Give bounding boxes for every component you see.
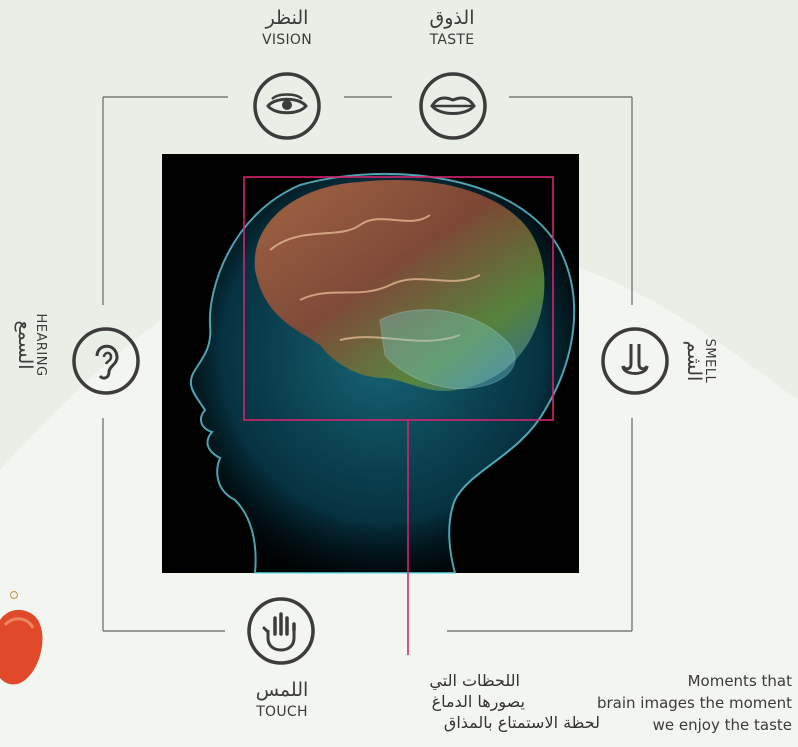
touch-label: اللمس TOUCH (232, 679, 332, 720)
vision-label-en: VISION (261, 32, 312, 48)
droplet-decoration (0, 590, 43, 685)
lips-icon (419, 72, 487, 140)
caption-ar-line: اللحظات التي (429, 671, 520, 690)
ear-icon (72, 327, 140, 395)
vision-label: النظر VISION (237, 7, 337, 48)
hand-icon (247, 597, 315, 665)
caption-ar-line: يصورها الدماغ (431, 692, 525, 711)
touch-label-ar: اللمس (255, 679, 309, 701)
vision-label-ar: النظر (265, 7, 309, 29)
highlight-box (243, 176, 554, 421)
caption-en-line: Moments that (687, 672, 792, 690)
eye-icon (253, 72, 321, 140)
hearing-label-ar: السمع (14, 320, 36, 370)
taste-label-ar: الذوق (429, 7, 475, 29)
caption-arabic: اللحظات التي يصورها الدماغ لحظة الاستمتا… (350, 670, 600, 733)
caption-en-line: we enjoy the taste (652, 716, 792, 734)
smell-label: SMELL الشم (683, 321, 720, 401)
smell-label-ar: الشم (683, 340, 705, 382)
caption-ar-line: لحظة الاستمتاع بالمذاق (443, 713, 600, 732)
brain-image (162, 154, 579, 574)
caption-en-line: brain images the moment (596, 694, 792, 712)
nose-icon (601, 327, 669, 395)
frame-lines (102, 96, 633, 632)
caption-english: Moments that brain images the moment we … (540, 670, 792, 736)
taste-label: الذوق TASTE (402, 7, 502, 48)
hearing-label: HEARING السمع (14, 300, 51, 390)
taste-label-en: TASTE (429, 32, 475, 48)
touch-label-en: TOUCH (256, 704, 308, 720)
